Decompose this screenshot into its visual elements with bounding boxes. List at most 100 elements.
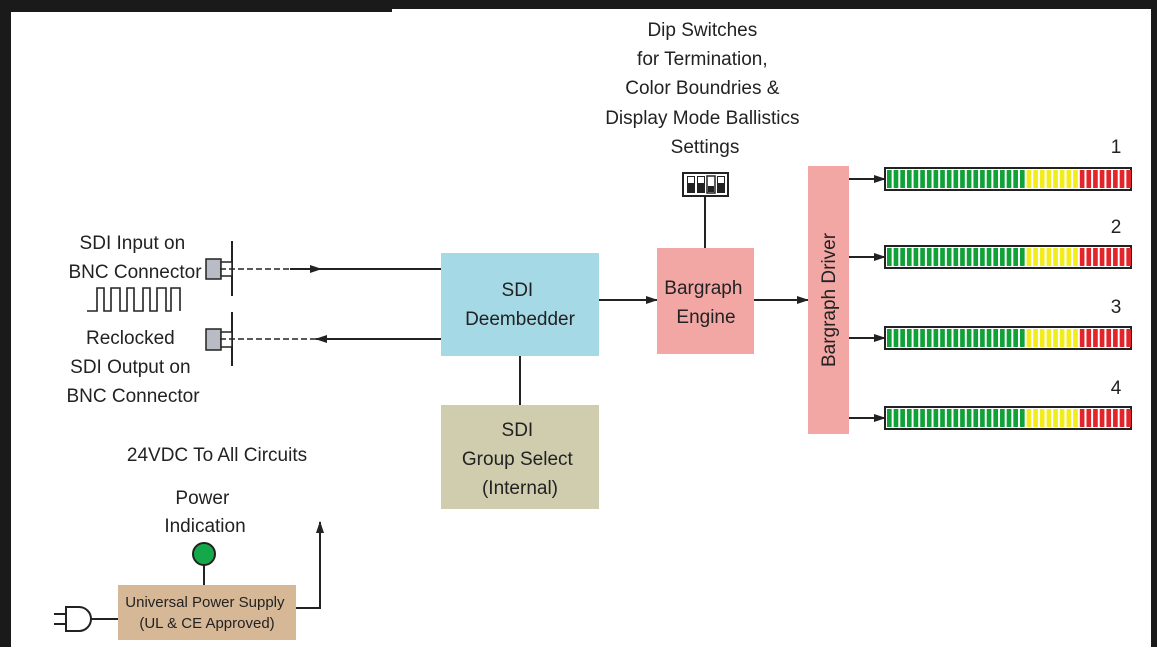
meter-segment: [1013, 409, 1018, 427]
reclocked-output-label: Reclocked SDI Output on BNC Connector: [66, 328, 200, 407]
meter-segment: [980, 329, 985, 347]
meter-segment: [1073, 329, 1078, 347]
power-bus-label: 24VDC To All Circuits: [127, 445, 307, 466]
meter-segment: [1053, 170, 1058, 188]
meter-segment: [1119, 170, 1125, 188]
meter-segment: [926, 409, 932, 427]
meter-segment: [1046, 170, 1052, 188]
meter-segment: [1113, 248, 1118, 266]
meter-segment: [920, 170, 925, 188]
meter-segment: [1013, 248, 1018, 266]
meter-segment: [1013, 170, 1018, 188]
meter-segment: [1093, 409, 1098, 427]
meter-segment: [913, 248, 919, 266]
sdi-waveform-icon: [87, 287, 181, 312]
meter-segment: [887, 329, 892, 347]
meter-segment: [1059, 170, 1065, 188]
meter-segment: [1113, 170, 1118, 188]
meter-segment: [920, 329, 925, 347]
meter-segment: [980, 409, 985, 427]
meter-segment: [1066, 170, 1072, 188]
bargraph-engine-block: Bargraph Engine: [657, 248, 754, 354]
meter-segment: [1039, 170, 1045, 188]
meter-segment: [1086, 248, 1092, 266]
svg-text:SDI Group Select (: SDI Group Select (Internal): [462, 420, 578, 499]
meter-segment: [900, 329, 905, 347]
meter-segment: [1033, 248, 1038, 266]
meter-segment: [973, 248, 979, 266]
meter-segment: [900, 170, 905, 188]
meter-segment: [1026, 409, 1032, 427]
meter-segment: [1006, 409, 1012, 427]
meter-segment: [1086, 170, 1092, 188]
svg-text:Bargraph Driver: Bargraph Driver: [819, 232, 840, 367]
meter-segment: [1033, 329, 1038, 347]
meter-segment: [1039, 329, 1045, 347]
meter-segment: [900, 409, 905, 427]
meter-segment: [1093, 170, 1098, 188]
meter-segment: [1079, 329, 1085, 347]
meter-segment: [1000, 409, 1005, 427]
meter-segment: [1126, 248, 1131, 266]
meter-segment: [980, 170, 985, 188]
meter-segment: [1019, 248, 1025, 266]
meter-segment: [893, 248, 899, 266]
meter-segment: [933, 170, 939, 188]
power-indicator-led: [192, 542, 216, 566]
meter-segment: [1019, 329, 1025, 347]
meter-segment: [1046, 248, 1052, 266]
meter-segment: [1033, 170, 1038, 188]
meter-segment: [913, 409, 919, 427]
meter-segment: [960, 329, 965, 347]
meter-segment: [1073, 409, 1078, 427]
meter-segment: [1126, 329, 1131, 347]
meter-segment: [1066, 409, 1072, 427]
meter-segment: [973, 329, 979, 347]
bnc-input-connector-icon: [205, 241, 233, 296]
meter-segment: [1106, 248, 1112, 266]
meter-segment: [887, 248, 892, 266]
meter-segment: [1026, 329, 1032, 347]
meter-segment: [1046, 329, 1052, 347]
meter-segment: [900, 248, 905, 266]
meter-segment: [1013, 329, 1018, 347]
meter-segment: [1099, 248, 1105, 266]
meter-segment: [1126, 409, 1131, 427]
meter-segment: [926, 170, 932, 188]
meter-segment: [1093, 248, 1098, 266]
meter-segment: [960, 170, 965, 188]
meter-segment: [946, 248, 952, 266]
meter-segment: [940, 329, 945, 347]
meter-segment: [953, 170, 959, 188]
sdi-input-label: SDI Input on BNC Connector: [68, 233, 202, 283]
meter-segment: [953, 329, 959, 347]
sdi-group-select-block: SDI Group Select (Internal): [441, 405, 599, 509]
meter-segment: [986, 329, 992, 347]
meter-segment: [1079, 248, 1085, 266]
meter-segment: [1113, 409, 1118, 427]
meter-segment: [913, 170, 919, 188]
meter-segment: [993, 170, 999, 188]
svg-text:SDI Deembedder: SDI Deembedder: [465, 280, 576, 330]
meter-segment: [1059, 409, 1065, 427]
meter-segment: [933, 248, 939, 266]
meter-segment: [1006, 248, 1012, 266]
meter-segment: [1053, 248, 1058, 266]
meter-segment: [893, 329, 899, 347]
meter-segment: [926, 329, 932, 347]
meter-channel-4-label: 4: [1111, 378, 1122, 399]
meter-segment: [960, 409, 965, 427]
meter-segment: [887, 409, 892, 427]
meter-segment: [1000, 329, 1005, 347]
meter-segment: [933, 409, 939, 427]
meter-segment: [1006, 329, 1012, 347]
meter-segment: [1006, 170, 1012, 188]
meter-segment: [1026, 248, 1032, 266]
meter-3: [884, 326, 1132, 350]
meter-segment: [1053, 329, 1058, 347]
meter-segment: [1106, 329, 1112, 347]
meter-segment: [1086, 409, 1092, 427]
meter-segment: [960, 248, 965, 266]
meter-segment: [1119, 248, 1125, 266]
